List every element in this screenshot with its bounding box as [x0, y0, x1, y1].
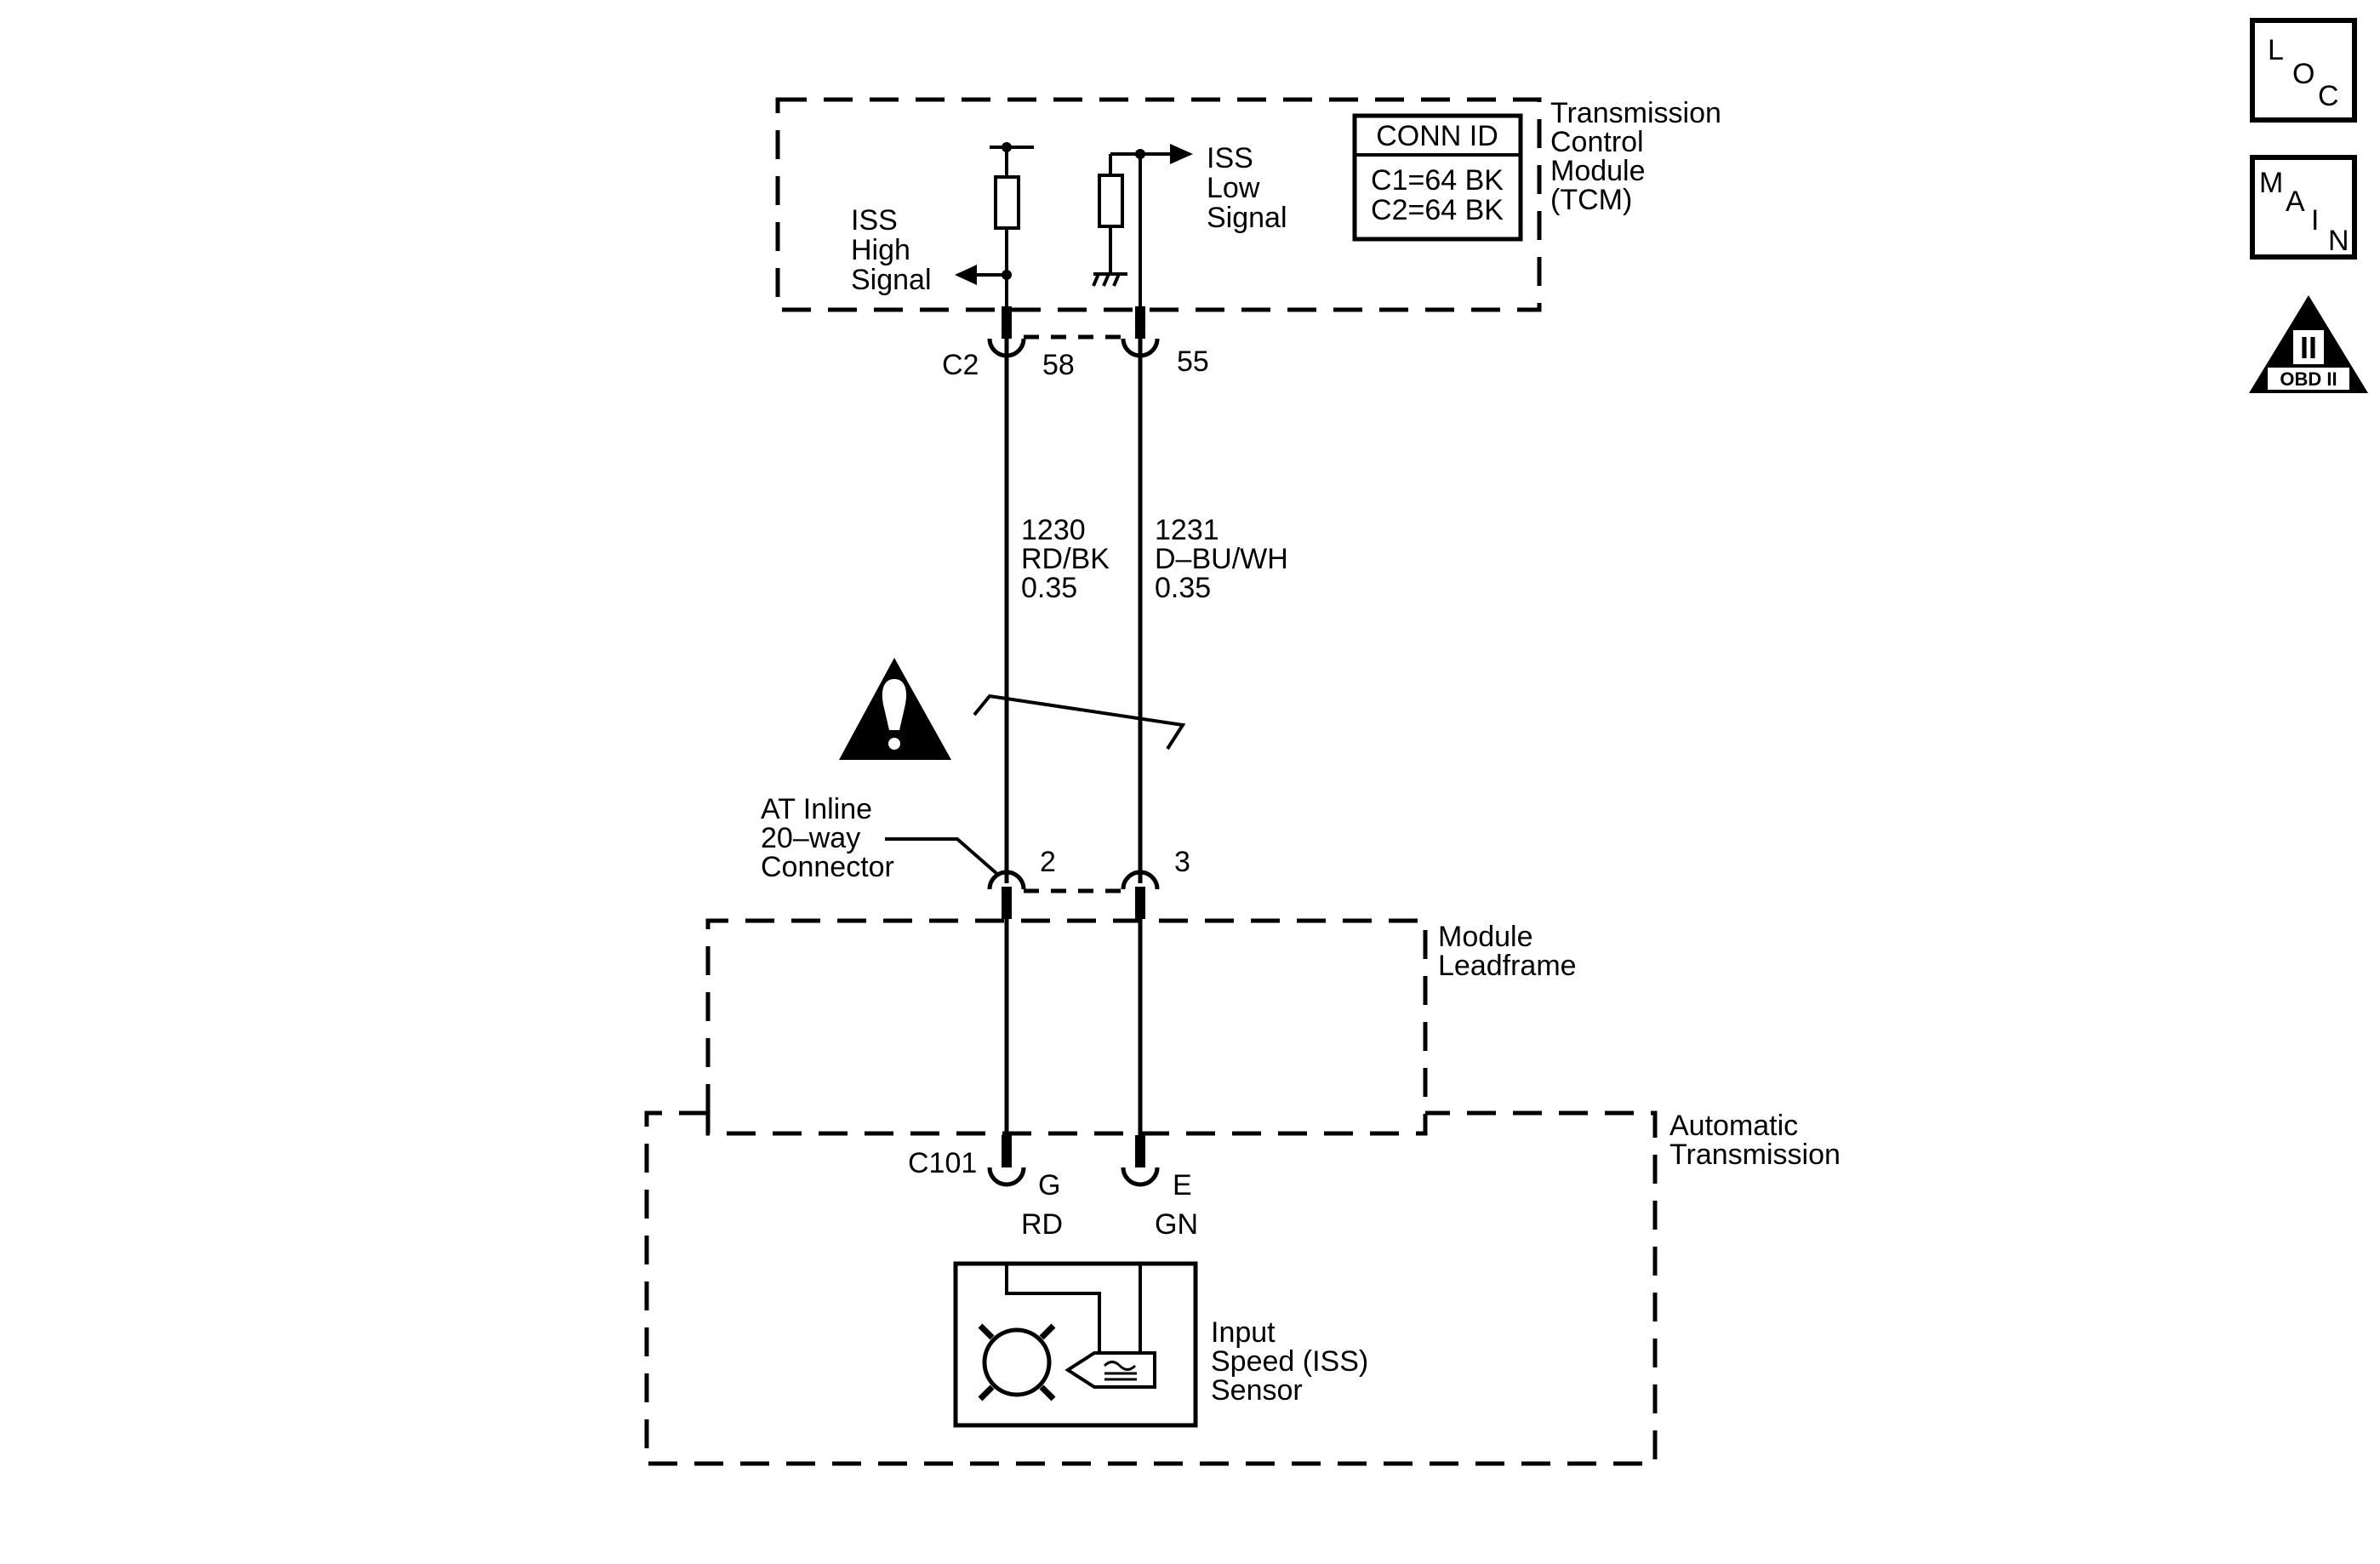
tcm-label: Transmission Control Module (TCM) — [1550, 97, 1729, 216]
iss-sensor — [953, 1261, 1198, 1428]
wire-color-label: RD — [1021, 1208, 1063, 1241]
pin-number: 55 — [1177, 345, 1209, 378]
connector-label: C101 — [908, 1147, 977, 1179]
twisted-pair-icon — [973, 694, 1186, 751]
transmission-label: Automatic Transmission — [1669, 1110, 1841, 1171]
arrow-left-icon — [955, 265, 977, 285]
svg-text:N: N — [2328, 225, 2349, 257]
svg-text:I: I — [2311, 204, 2319, 237]
transmission-module: Automatic Transmission C101 G E RD GN — [644, 1110, 1841, 1466]
pin-number: E — [1173, 1169, 1192, 1202]
main-button[interactable]: M A I N — [2250, 155, 2357, 260]
obd-ii-button[interactable]: II OBD II — [2249, 295, 2368, 393]
svg-text:O: O — [2292, 58, 2314, 90]
iss-low-circuit: ISS Low Signal — [1092, 142, 1287, 308]
svg-text:C: C — [2318, 80, 2339, 112]
pin-number: 3 — [1174, 846, 1190, 878]
caution-icon — [839, 658, 951, 760]
resistor-icon — [994, 175, 1020, 230]
svg-text:L: L — [2268, 34, 2284, 66]
tcm-connector-c2: C2 58 55 — [942, 306, 1209, 381]
loc-button[interactable]: L O C — [2250, 18, 2357, 123]
obd-ii-mark: II — [2300, 330, 2317, 365]
connector-label: C2 — [942, 349, 979, 381]
wire-low-label: 1231 D–BU/WH 0.35 — [1155, 514, 1296, 604]
iss-high-circuit: ISS High Signal — [851, 142, 1034, 308]
reluctor-wheel-icon — [978, 1323, 1056, 1401]
transmission-connector-c101: C101 G E RD GN — [908, 1135, 1198, 1241]
conn-id-row: C2=64 BK — [1371, 194, 1504, 226]
wire-high-label: 1230 RD/BK 0.35 — [1021, 514, 1117, 604]
conn-id-table: CONN ID C1=64 BK C2=64 BK — [1352, 113, 1523, 242]
inline-connector: 2 3 AT Inline 20–way Connector — [761, 793, 1190, 919]
svg-text:M: M — [2259, 167, 2283, 199]
wire-color-label: GN — [1155, 1208, 1198, 1241]
resistor-icon — [1098, 174, 1124, 228]
sensor-label: Input Speed (ISS) Sensor — [1211, 1316, 1377, 1407]
pin-number: G — [1038, 1169, 1060, 1202]
tcm-module: Transmission Control Module (TCM) CONN I… — [775, 97, 1729, 312]
arrow-right-icon — [1170, 144, 1193, 164]
leadframe-label: Module Leadframe — [1438, 921, 1577, 982]
pin-number: 58 — [1042, 349, 1075, 381]
leadframe-module: Module Leadframe — [705, 918, 1577, 1136]
conn-id-header: CONN ID — [1376, 120, 1498, 152]
inline-connector-label: AT Inline 20–way Connector — [761, 793, 894, 883]
svg-text:A: A — [2286, 186, 2305, 218]
iss-low-label: ISS Low Signal — [1207, 142, 1287, 234]
pin-number: 2 — [1040, 846, 1056, 878]
conn-id-row: C1=64 BK — [1371, 164, 1504, 197]
tcm-boundary — [775, 97, 1542, 312]
obd-ii-label: OBD II — [2280, 368, 2337, 390]
iss-high-label: ISS High Signal — [851, 204, 932, 296]
ground-icon — [1092, 272, 1127, 287]
leader-line — [885, 837, 1000, 876]
